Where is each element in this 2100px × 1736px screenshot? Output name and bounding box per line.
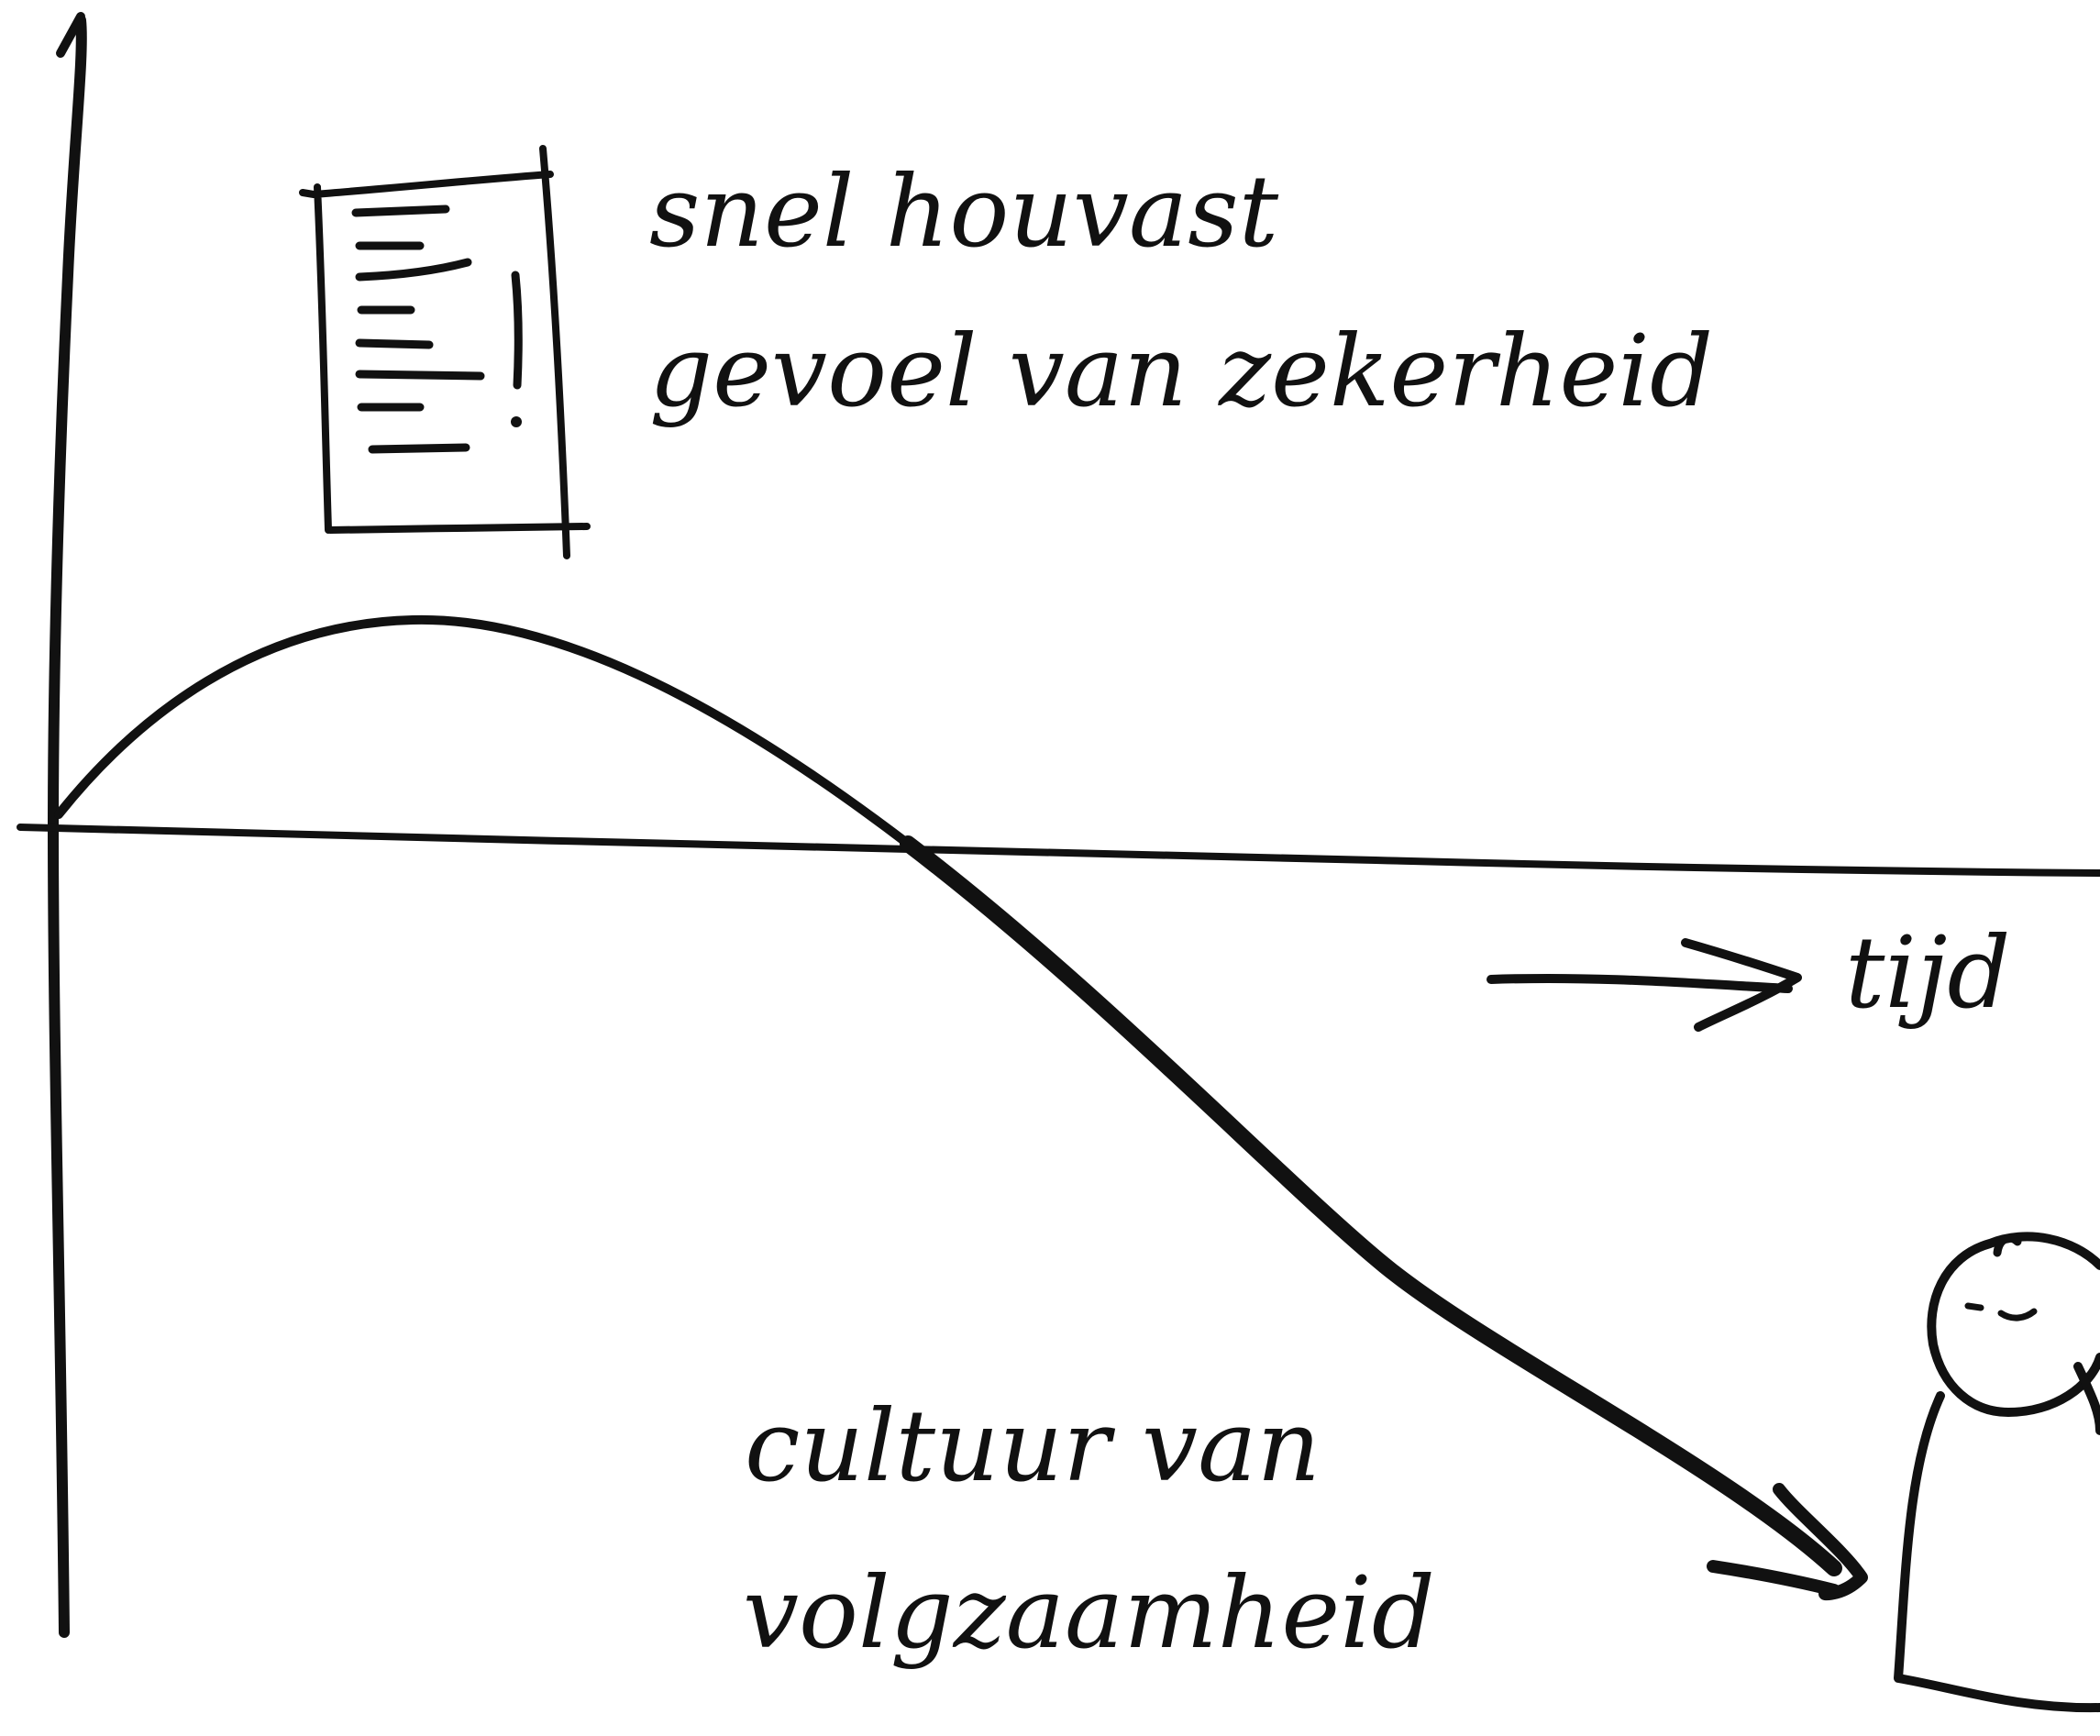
x-axis-line bbox=[17, 824, 2100, 877]
y-axis-line bbox=[48, 15, 87, 1638]
person-figure-icon bbox=[1894, 1232, 2100, 1713]
annotation-sense-of-certainty: gevoel van zekerheid bbox=[649, 315, 1713, 429]
document-with-exclamation-icon bbox=[299, 145, 591, 559]
y-axis-tip bbox=[56, 12, 85, 58]
annotation-quick-grip: snel houvast bbox=[649, 155, 1279, 270]
time-arrow-icon bbox=[1487, 938, 1802, 1032]
annotation-culture-of: cultuur van bbox=[745, 1389, 1321, 1504]
trend-curve-rise bbox=[54, 614, 912, 848]
time-axis-label: tijd bbox=[1845, 916, 2011, 1031]
trend-arrowhead bbox=[1707, 1483, 1868, 1601]
trend-curve-fall bbox=[900, 835, 1842, 1576]
annotation-compliance: volgzaamheid bbox=[743, 1556, 1435, 1671]
